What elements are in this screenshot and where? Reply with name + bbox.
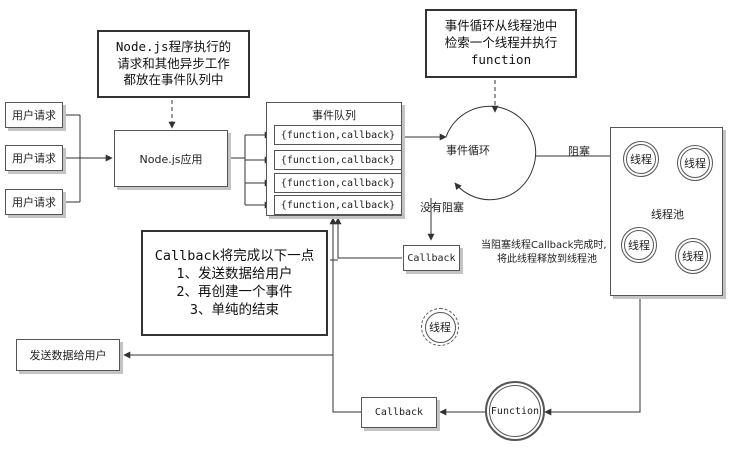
return-note-line-2: 将此线程释放到线程池	[497, 254, 597, 265]
return-note-line-1: 当阻塞线程Callback完成时,	[481, 240, 607, 251]
thread-pool-label: 线程池	[651, 208, 684, 221]
user-request-label: 用户请求	[12, 196, 56, 209]
nodejs-app-label: Node.js应用	[139, 152, 203, 166]
nodejs-app-box: Node.js应用	[114, 130, 228, 187]
thread-label: 线程	[628, 239, 650, 252]
user-request-box-3: 用户请求	[5, 189, 63, 215]
user-request-box-1: 用户请求	[5, 102, 63, 128]
user-request-label: 用户请求	[12, 152, 56, 165]
note-line: 事件循环从线程池中	[444, 18, 558, 34]
not-blocked-label: 没有阻塞	[420, 201, 464, 214]
note-line: Node.js程序执行的	[115, 38, 232, 54]
queue-item-3: {function,callback}	[274, 173, 402, 193]
send-data-box: 发送数据给用户	[16, 339, 120, 371]
callback-label: Callback	[374, 407, 424, 418]
note-line: 检索一个线程并执行	[444, 35, 558, 51]
event-queue-title: 事件队列	[312, 109, 356, 122]
note-line: 3、单纯的结束	[189, 302, 280, 319]
note-event-queue: Node.js程序执行的 请求和其他异步工作 都放在事件队列中	[97, 30, 250, 98]
thread-label: 线程	[630, 153, 652, 166]
note-line: function	[470, 51, 532, 67]
note-line: 2、再创建一个事件	[176, 284, 293, 300]
queue-item-2: {function,callback}	[274, 150, 402, 170]
thread-pool-thread-2: 线程	[677, 145, 713, 181]
event-loop-label: 事件循环	[446, 144, 490, 157]
blocked-label: 阻塞	[568, 145, 590, 158]
event-loop-arc-upper	[445, 105, 537, 169]
thread-label: 线程	[682, 250, 704, 263]
function-label: Function	[490, 405, 540, 417]
note-line: 请求和其他异步工作	[117, 55, 230, 71]
user-request-label: 用户请求	[12, 109, 56, 122]
queue-item-text: {function,callback}	[280, 154, 396, 166]
callback-box-small: Callback	[403, 245, 460, 271]
callback-return-line	[329, 217, 361, 413]
function-node: Function	[485, 381, 545, 441]
thread-label: 线程	[684, 157, 706, 170]
queue-item-text: {function,callback}	[280, 177, 396, 189]
note-line: Callback将完成以下一点	[154, 247, 315, 264]
note-event-loop: 事件循环从线程池中 检索一个线程并执行 function	[425, 9, 577, 78]
thread-pool-thread-3: 线程	[621, 227, 657, 263]
callback-box-bottom: Callback	[361, 397, 437, 428]
thread-pool-thread-4: 线程	[675, 238, 711, 274]
callback-label: Callback	[407, 252, 456, 264]
event-loop-arc-lower	[454, 167, 534, 201]
queue-item-4: {function,callback}	[274, 195, 402, 215]
queue-item-text: {function,callback}	[280, 129, 396, 141]
callback-to-queue-arrow	[334, 217, 402, 259]
thread-label: 线程	[429, 321, 451, 334]
note-callback: Callback将完成以下一点 1、发送数据给用户 2、再创建一个事件 3、单纯…	[141, 230, 328, 336]
send-data-label: 发送数据给用户	[29, 349, 107, 362]
note-line: 都放在事件队列中	[123, 72, 224, 88]
queue-item-text: {function,callback}	[280, 199, 396, 211]
thread-pool-thread-1: 线程	[623, 141, 659, 177]
released-thread: 线程	[421, 308, 459, 346]
queue-item-1: {function,callback}	[274, 125, 402, 145]
user-request-box-2: 用户请求	[5, 145, 63, 171]
note-line: 1、发送数据给用户	[176, 265, 293, 282]
